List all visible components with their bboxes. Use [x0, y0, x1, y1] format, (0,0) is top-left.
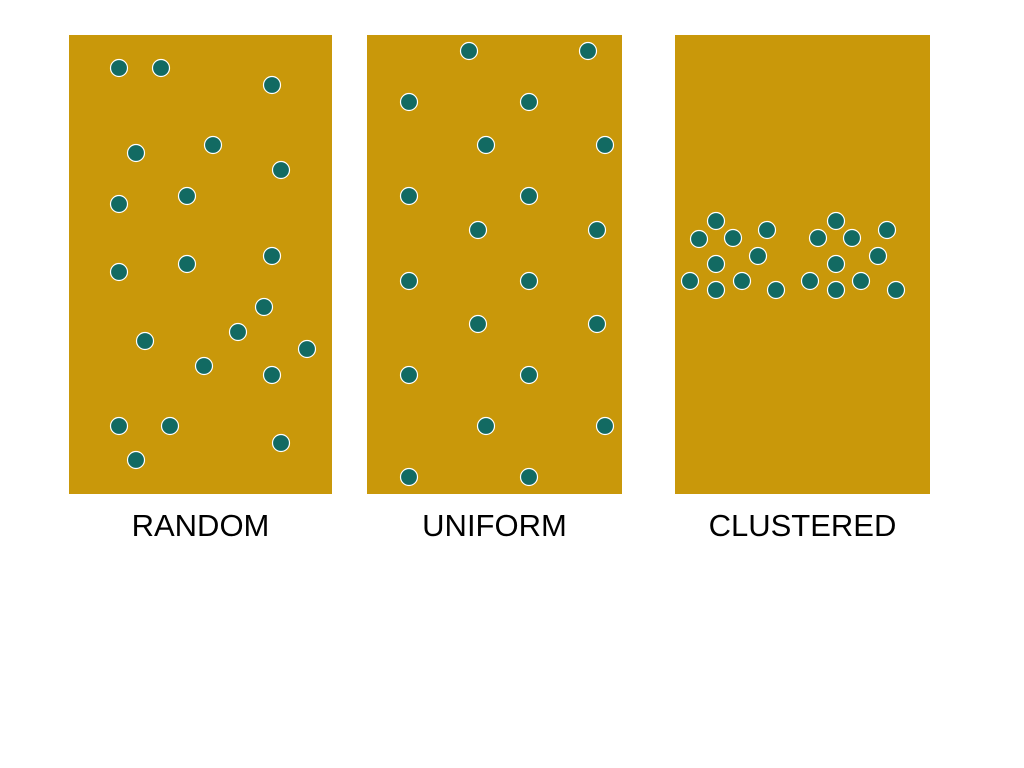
clustered-dot-7	[680, 271, 700, 291]
panel-random	[69, 35, 332, 494]
clustered-dot-16	[868, 246, 888, 266]
clustered-dot-13	[842, 228, 862, 248]
random-dots	[109, 58, 317, 470]
clustered-dot-6	[748, 246, 768, 266]
clustered-dot-20	[886, 280, 906, 300]
uniform-dot-8	[519, 186, 539, 206]
uniform-dot-18	[595, 416, 615, 436]
uniform-dot-17	[476, 416, 496, 436]
random-dot-12	[254, 297, 274, 317]
random-dot-9	[109, 262, 129, 282]
clustered-dot-11	[826, 211, 846, 231]
uniform-dot-15	[399, 365, 419, 385]
uniform-dot-9	[468, 220, 488, 240]
random-dot-11	[262, 246, 282, 266]
uniform-dot-16	[519, 365, 539, 385]
random-dot-8	[177, 186, 197, 206]
uniform-dot-1	[459, 41, 479, 61]
random-dot-13	[135, 331, 155, 351]
random-dot-4	[126, 143, 146, 163]
uniform-dots	[399, 41, 615, 487]
uniform-dot-3	[399, 92, 419, 112]
random-dot-10	[177, 254, 197, 274]
uniform-dot-5	[476, 135, 496, 155]
label-uniform: UNIFORM	[422, 508, 567, 543]
random-dot-1	[109, 58, 129, 78]
random-dot-16	[194, 356, 214, 376]
random-dot-15	[297, 339, 317, 359]
random-dot-14	[228, 322, 248, 342]
uniform-dot-6	[595, 135, 615, 155]
clustered-dot-14	[877, 220, 897, 240]
uniform-dot-11	[399, 271, 419, 291]
clustered-dot-4	[757, 220, 777, 240]
clustered-dot-9	[706, 280, 726, 300]
clustered-dot-1	[706, 211, 726, 231]
random-dot-2	[151, 58, 171, 78]
uniform-dot-14	[587, 314, 607, 334]
uniform-dot-13	[468, 314, 488, 334]
uniform-dot-2	[578, 41, 598, 61]
uniform-dot-20	[519, 467, 539, 487]
clustered-dot-10	[766, 280, 786, 300]
uniform-dot-12	[519, 271, 539, 291]
label-random: RANDOM	[131, 508, 270, 543]
random-dot-21	[126, 450, 146, 470]
random-dot-7	[109, 194, 129, 214]
uniform-dot-4	[519, 92, 539, 112]
uniform-dot-19	[399, 467, 419, 487]
clustered-dots	[680, 211, 906, 300]
clustered-dot-12	[808, 228, 828, 248]
clustered-dot-19	[826, 280, 846, 300]
random-dot-17	[262, 365, 282, 385]
clustered-dot-5	[706, 254, 726, 274]
clustered-dot-2	[689, 229, 709, 249]
clustered-dot-17	[800, 271, 820, 291]
random-dot-20	[271, 433, 291, 453]
uniform-dot-10	[587, 220, 607, 240]
clustered-dot-18	[851, 271, 871, 291]
label-clustered: CLUSTERED	[708, 508, 897, 543]
clustered-dot-15	[826, 254, 846, 274]
clustered-dot-8	[732, 271, 752, 291]
random-dot-3	[262, 75, 282, 95]
random-dot-19	[160, 416, 180, 436]
random-dot-6	[271, 160, 291, 180]
clustered-dot-3	[723, 228, 743, 248]
random-dot-18	[109, 416, 129, 436]
panel-uniform	[367, 35, 622, 494]
uniform-dot-7	[399, 186, 419, 206]
random-dot-5	[203, 135, 223, 155]
